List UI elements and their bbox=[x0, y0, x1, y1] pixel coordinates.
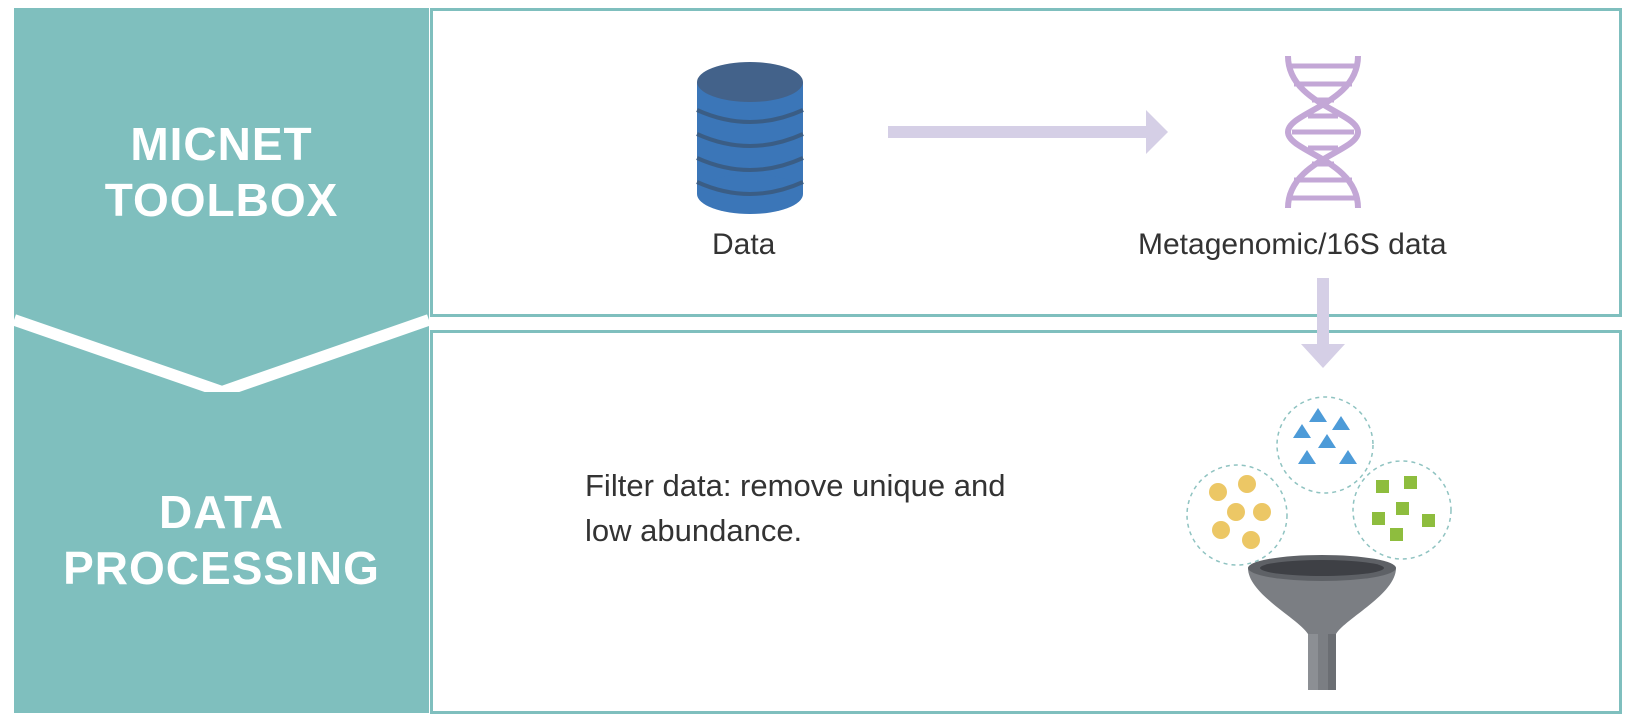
sidebar-title-line-2: PROCESSING bbox=[63, 542, 380, 594]
right-arrow-icon bbox=[888, 110, 1168, 154]
blue-triangles-icon bbox=[1276, 396, 1374, 494]
down-arrow-icon bbox=[1301, 278, 1345, 368]
sidebar-section-data-processing: DATA PROCESSING bbox=[14, 392, 429, 713]
sidebar-section-micnet-toolbox: MICNET TOOLBOX bbox=[14, 8, 429, 332]
description-line-2: low abundance. bbox=[585, 513, 803, 548]
dna-icon bbox=[1284, 55, 1362, 209]
chevron-fill bbox=[14, 326, 429, 402]
yellow-circles-icon bbox=[1186, 464, 1288, 566]
green-squares-icon bbox=[1352, 460, 1452, 560]
sidebar-title-data-processing: DATA PROCESSING bbox=[14, 484, 429, 596]
metagenomic-label: Metagenomic/16S data bbox=[1138, 228, 1447, 261]
description-line-1: Filter data: remove unique and bbox=[585, 468, 1006, 503]
top-panel bbox=[430, 8, 1622, 317]
sidebar-title-line-2: TOOLBOX bbox=[104, 174, 339, 226]
database-icon bbox=[696, 62, 804, 214]
funnel-icon bbox=[1248, 555, 1396, 690]
filter-description: Filter data: remove unique and low abund… bbox=[585, 463, 1105, 553]
sidebar-title-line-1: MICNET bbox=[130, 118, 313, 170]
data-label: Data bbox=[712, 228, 776, 261]
sidebar-title-micnet-toolbox: MICNET TOOLBOX bbox=[14, 116, 429, 228]
sidebar-title-line-1: DATA bbox=[159, 486, 284, 538]
